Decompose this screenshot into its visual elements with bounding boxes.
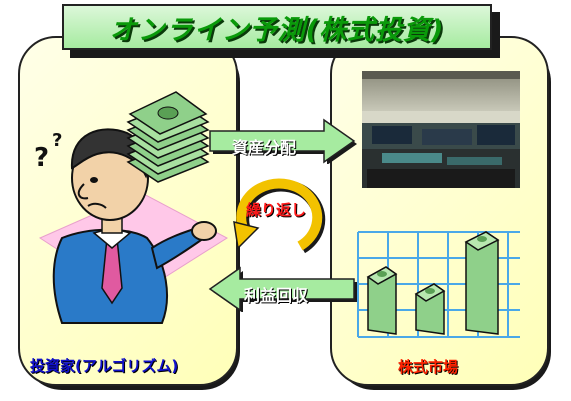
repeat-label: 繰り返し — [246, 201, 307, 219]
allocation-arrow — [209, 118, 357, 164]
confused-investor-clipart: ? ? — [34, 128, 228, 324]
svg-text:?: ? — [34, 143, 49, 173]
cash-stack-clipart — [126, 91, 210, 183]
cycle-arrow-icon — [233, 178, 326, 254]
diagram-title: オンライン予測(株式投資) — [109, 14, 445, 46]
money-bar-chart-clipart — [357, 231, 520, 338]
market-label: 株式市場 — [398, 358, 459, 376]
profit-label: 利益回収 — [244, 286, 309, 305]
allocation-label: 資産分配 — [232, 138, 297, 157]
stock-exchange-photo — [362, 71, 520, 188]
investor-label: 投資家(アルゴリズム) — [30, 357, 179, 375]
svg-text:?: ? — [52, 130, 62, 151]
profit-arrow — [208, 266, 357, 312]
title-banner: オンライン予測(株式投資) — [62, 4, 492, 50]
